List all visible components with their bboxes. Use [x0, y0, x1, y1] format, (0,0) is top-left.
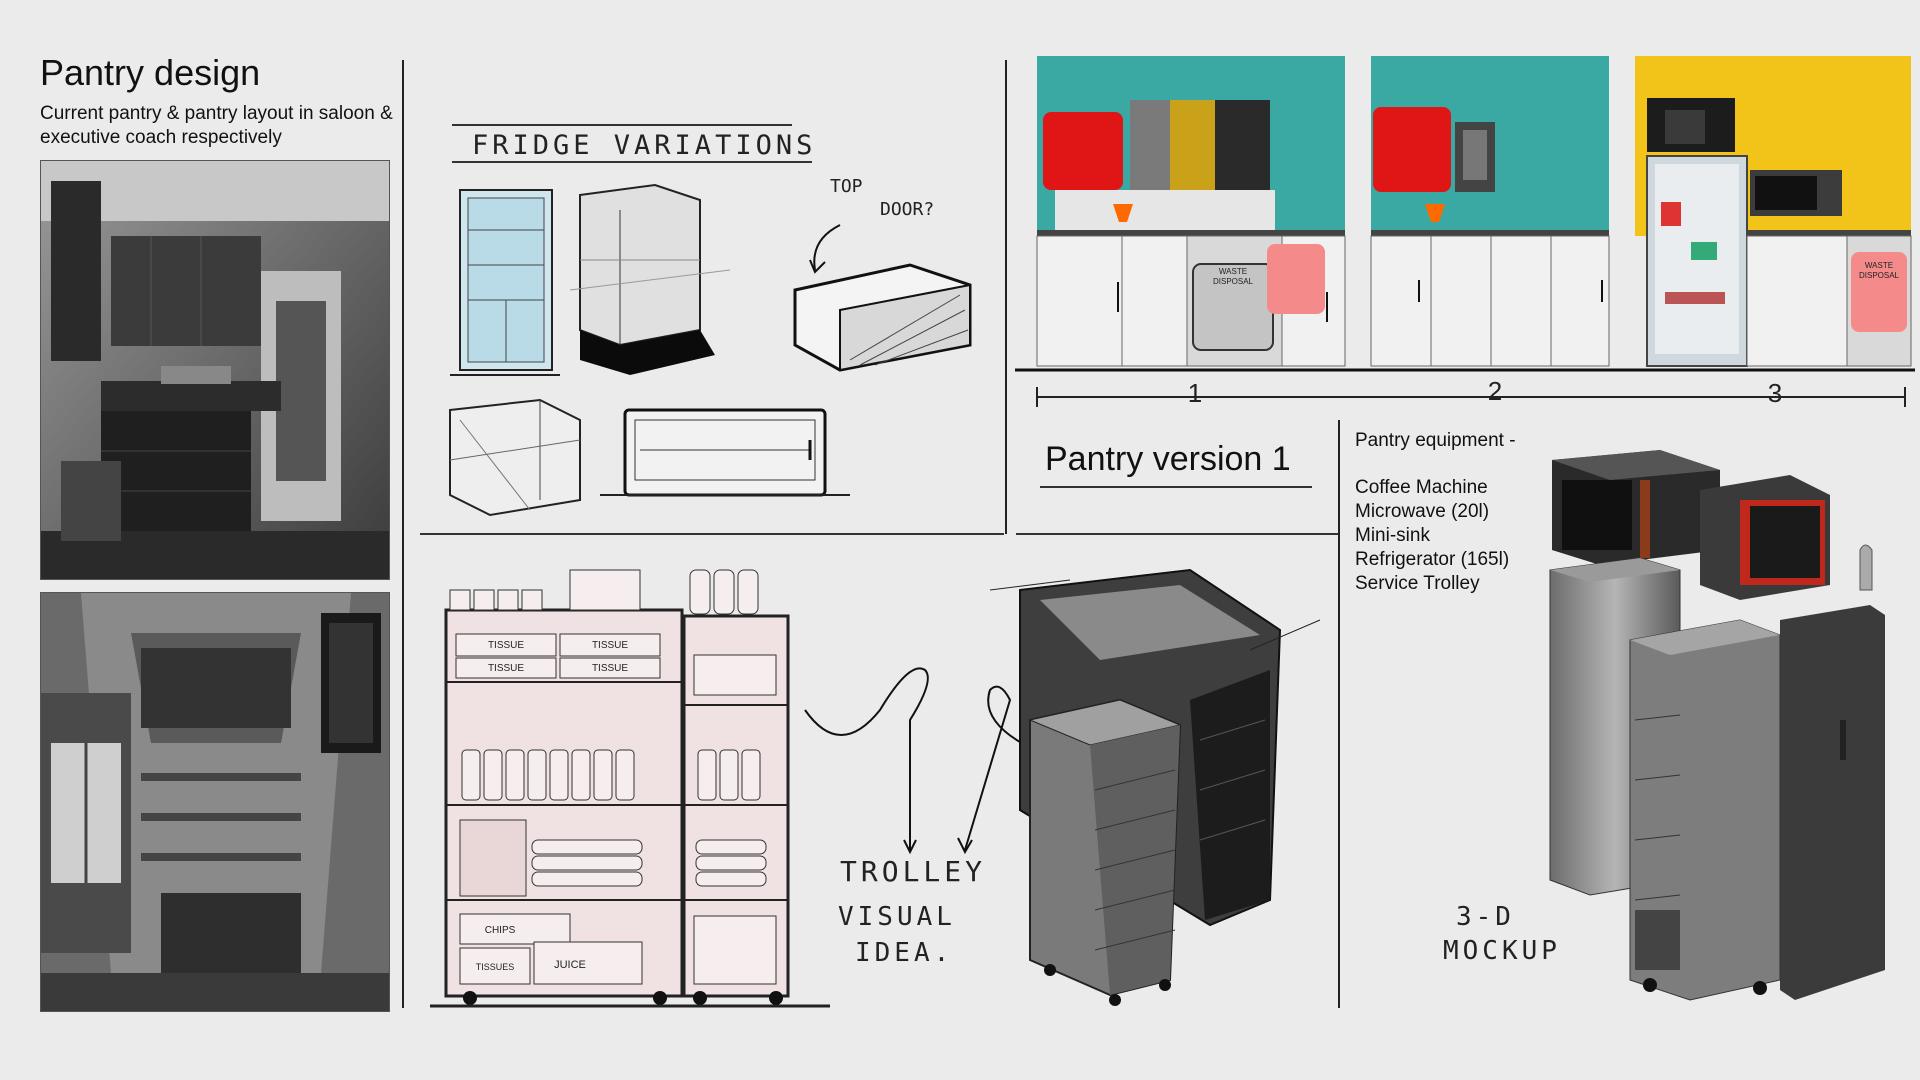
equipment-item: Mini-sink	[1355, 525, 1430, 546]
layout-label-2: 2	[1488, 376, 1502, 406]
divider-middle	[1016, 533, 1338, 535]
shelf-sketches: TISSUE TISSUE TISSUE TISSUE CHIPS TISSUE…	[430, 569, 830, 1008]
fridge-note-top: TOP	[830, 176, 863, 197]
divider-center	[1005, 60, 1007, 534]
layout-label-1: 1	[1188, 378, 1202, 408]
shelf-label-tissue: TISSUE	[488, 663, 524, 674]
fridge-sketches: TOP DOOR?	[449, 176, 972, 517]
pantry-version-underline	[1040, 486, 1312, 488]
shelf-label-juice: JUICE	[554, 959, 586, 971]
trolley-label-line3: IDEA.	[855, 938, 954, 968]
equipment-item: Service Trolley	[1355, 573, 1480, 594]
fridge-heading-rule-bottom	[452, 161, 812, 163]
trolley-arrows	[804, 667, 1026, 855]
shelf-label-tissue: TISSUE	[592, 640, 628, 651]
mockup-render	[1549, 450, 1885, 1001]
waste-label-1b: DISPOSAL	[1213, 277, 1254, 286]
layout-label-3: 3	[1768, 378, 1782, 408]
equipment-list: Coffee Machine Microwave (20l) Mini-sink…	[1355, 476, 1509, 596]
trolley-sketch	[990, 568, 1321, 1006]
layout-options: WASTE DISPOSAL WASTE DISPOSAL 1 2 3	[1015, 56, 1915, 408]
divider-left	[402, 60, 404, 1008]
fridge-heading: FRIDGE VARIATIONS	[472, 130, 817, 161]
trolley-label-line2: VISUAL	[838, 902, 956, 932]
equipment-item: Microwave (20l)	[1355, 501, 1490, 522]
executive-pantry-photo	[40, 592, 390, 1012]
shelf-label-tissue: TISSUE	[488, 640, 524, 651]
shelf-label-tissues: TISSUES	[476, 962, 515, 972]
shelf-label-tissue: TISSUE	[592, 663, 628, 674]
waste-label-1a: WASTE	[1219, 267, 1247, 276]
equipment-heading: Pantry equipment -	[1355, 430, 1516, 451]
divider-right	[1338, 420, 1340, 1008]
fridge-heading-rule-top	[452, 124, 792, 126]
page-title: Pantry design	[40, 52, 261, 93]
shelf-label-chips: CHIPS	[485, 925, 516, 936]
equipment-item: Coffee Machine	[1355, 477, 1488, 498]
mockup-label-line1: 3-D	[1456, 902, 1515, 932]
mockup-label-line2: MOCKUP	[1443, 936, 1561, 966]
saloon-pantry-photo	[40, 160, 390, 580]
fridge-note-door: DOOR?	[880, 199, 934, 220]
divider-fridge-bottom	[420, 533, 1004, 535]
waste-label-3a: WASTE	[1865, 261, 1893, 270]
pantry-version-title: Pantry version 1	[1045, 440, 1291, 478]
equipment-item: Refrigerator (165l)	[1355, 549, 1510, 570]
trolley-label-line1: TROLLEY	[840, 855, 987, 888]
waste-label-3b: DISPOSAL	[1859, 271, 1900, 280]
page-subtitle: Current pantry & pantry layout in saloon…	[40, 103, 393, 148]
